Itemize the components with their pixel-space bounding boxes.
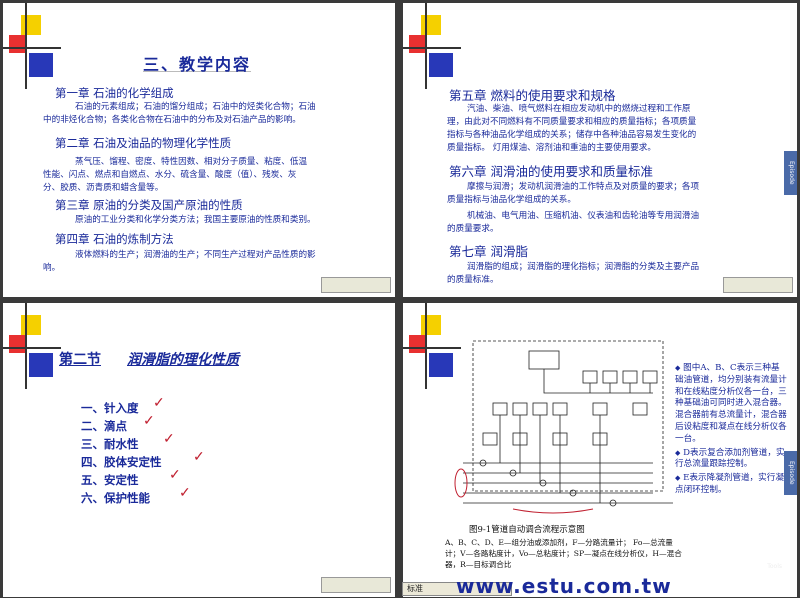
- chapter-6-text-1: 摩擦与润滑；发动机润滑油的工作特点及对质量的要求；各项: [467, 182, 700, 192]
- list-item: 四、胶体安定性: [81, 455, 162, 469]
- chapter-2-text-1: 蒸气压、馏程、密度、特性因数、相对分子质量、粘度、低温: [75, 157, 308, 167]
- checkmark-icon: ✓: [163, 431, 175, 447]
- bullet-item: ◆ 图中A、B、C表示三种基础油管道，均分别装有流量计和在线粘度分析仪各一台，三…: [675, 363, 787, 446]
- chapter-6-text-3: 机械油、电气用油、压缩机油、仪表油和齿轮油等专用润滑油: [467, 211, 700, 221]
- list-item: 五、安定性: [81, 473, 139, 487]
- checkmark-icon: ✓: [143, 413, 155, 429]
- bullet-diamond-icon: ◆: [675, 448, 681, 457]
- decorative-squares: [403, 303, 463, 393]
- slide-3: 第二节 润滑脂的理化性质 一、针入度 二、滴点 三、耐水性 四、胶体安定性 五、安…: [3, 303, 395, 597]
- chapter-4-label: 第四章 石油的炼制方法: [55, 232, 174, 246]
- property-list: 一、针入度 二、滴点 三、耐水性 四、胶体安定性 五、安定性 六、保护性能: [81, 399, 162, 507]
- decorative-squares: [3, 303, 63, 393]
- slide-1: 三、教学内容 第一章 石油的化学组成 石油的元素组成；石油的馏分组成；石油中的烃…: [3, 3, 395, 297]
- chapter-5-text-2: 理，由此对不同燃料有不同质量要求和相应的质量指标；各项质量: [447, 117, 697, 127]
- section-title: 润滑脂的理化性质: [127, 352, 239, 368]
- chapter-1-label: 第一章 石油的化学组成: [55, 86, 174, 100]
- checkmark-icon: ✓: [153, 395, 165, 411]
- checkmark-icon: ✓: [169, 467, 181, 483]
- chapter-5-label: 第五章 燃料的使用要求和规格: [449, 88, 616, 103]
- checkmark-icon: ✓: [193, 449, 205, 465]
- slide-2: 第五章 燃料的使用要求和规格 汽油、柴油、喷气燃料在相应发动机中的燃烧过程和工作…: [403, 3, 797, 297]
- slide-navigator[interactable]: [321, 277, 391, 293]
- chapter-5-text-3: 指标与各种油品化学组成的关系；储存中各种油品容易发生变化的: [447, 130, 697, 140]
- watermark: www.estu.com.tw: [456, 574, 672, 598]
- figure-title: 图9-1管道自动调合流程示意图: [469, 525, 585, 535]
- episode-tab[interactable]: Episode: [784, 451, 797, 495]
- chapter-6-text-2: 质量指标与油品化学组成的关系。: [447, 195, 576, 205]
- bullet-item: ◆ E表示降凝剂管道，实行凝点闭环控制。: [675, 473, 787, 497]
- chapter-2-text-3: 分、胶质、沥青质和蜡含量等。: [43, 183, 164, 193]
- chapter-6-label: 第六章 润滑油的使用要求和质量标准: [449, 164, 653, 179]
- decorative-squares: [403, 3, 463, 93]
- input-method-bar[interactable]: 标准: [402, 582, 512, 596]
- section-number: 第二节: [59, 352, 101, 368]
- chapter-3-text-1: 原油的工业分类和化学分类方法；我国主要原油的性质和类别。: [75, 215, 316, 225]
- chapter-2-label: 第二章 石油及油品的物理化学性质: [55, 136, 232, 150]
- chapter-3-label: 第三章 原油的分类及国产原油的性质: [55, 198, 243, 212]
- checkmark-icon: ✓: [179, 485, 191, 501]
- chapter-7-label: 第七章 润滑脂: [449, 244, 528, 259]
- list-item: 二、滴点: [81, 419, 127, 433]
- slide-navigator[interactable]: [321, 577, 391, 593]
- chapter-1-text-2: 中的非烃化合物；各类化合物在石油中的分布及对石油产品的影响。: [43, 115, 301, 125]
- chapter-5-text-1: 汽油、柴油、喷气燃料在相应发动机中的燃烧过程和工作原: [467, 104, 691, 114]
- slide-4: 图9-1管道自动调合流程示意图 A、B、C、D、E—组分油或添加剂，F—分路流量…: [403, 303, 797, 597]
- slide-navigator[interactable]: [723, 277, 793, 293]
- chapter-4-text-1: 液体燃料的生产；润滑油的生产；不同生产过程对产品性质的影: [75, 250, 316, 260]
- section-heading: 第二节 润滑脂的理化性质: [59, 349, 239, 369]
- bullet-text: 图中A、B、C表示三种基础油管道，均分别装有流量计和在线粘度分析仪各一台，三种基…: [675, 363, 787, 444]
- explanation-bullets: ◆ 图中A、B、C表示三种基础油管道，均分别装有流量计和在线粘度分析仪各一台，三…: [675, 363, 787, 499]
- episode-tab[interactable]: Episode: [784, 151, 797, 195]
- chapter-1-text-1: 石油的元素组成；石油的馏分组成；石油中的烃类化合物；石油: [75, 102, 316, 112]
- chapter-6-text-4: 的质量要求。: [447, 224, 499, 234]
- chapter-7-text-1: 润滑脂的组成；润滑脂的理化指标；润滑脂的分类及主要产品: [467, 262, 700, 272]
- chapter-5-text-4: 质量指标。 灯用煤油、溶剂油和重油的主要使用要求。: [447, 143, 656, 153]
- figure-caption: A、B、C、D、E—组分油或添加剂，F—分路流量计； Fo—总流量计；V—各路粘…: [445, 538, 682, 569]
- list-item: 一、针入度: [81, 401, 139, 415]
- tools-label[interactable]: Tools: [767, 563, 782, 570]
- chapter-2-text-2: 性能、闪点、燃点和自燃点、水分、硫含量、酸度（值）、残炭、灰: [43, 170, 297, 180]
- bullet-diamond-icon: ◆: [675, 364, 681, 372]
- bullet-text: D表示复合添加剂管道，实行总流量跟踪控制。: [675, 447, 785, 470]
- chapter-4-text-2: 响。: [43, 263, 61, 273]
- list-item: 三、耐水性: [81, 437, 139, 451]
- blending-flow-diagram: [454, 340, 673, 514]
- bullet-item: ◆ D表示复合添加剂管道，实行总流量跟踪控制。: [675, 448, 787, 472]
- list-item: 六、保护性能: [81, 491, 150, 505]
- chapter-7-text-2: 的质量标准。: [447, 275, 499, 285]
- bullet-diamond-icon: ◆: [675, 474, 681, 483]
- bullet-text: E表示降凝剂管道，实行凝点闭环控制。: [675, 473, 784, 495]
- decorative-squares: [3, 3, 63, 93]
- input-mode-label[interactable]: 标准: [407, 584, 423, 593]
- slide-title: 三、教学内容: [143, 55, 252, 74]
